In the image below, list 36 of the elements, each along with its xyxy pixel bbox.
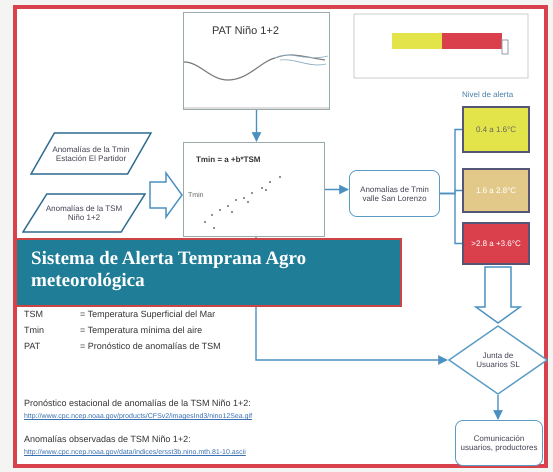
node-label: Junta de Usuarios SL [475,351,521,369]
alert-level-box [462,168,530,213]
source-note: Pronóstico estacional de anomalías de la TSM Niño 1+2: [24,398,251,408]
regression-panel [183,142,325,237]
node-label: Anomalías de la Tmin Estación El Partidor [52,144,130,162]
node-label: Comunicación usuarios, productores [460,434,538,452]
node-label: 0.4 a 1.6°C [476,125,516,134]
process-box [455,420,543,466]
alert-level-box [462,106,530,153]
block-arrow [149,170,183,220]
title-banner: Sistema de Alerta Temprana Agro meteorológica [15,238,402,307]
arrow [252,110,262,142]
column-heading: Nivel de alerta [462,90,514,99]
input-parallelogram [22,193,146,233]
arrow [493,395,503,420]
definition: = Temperatura Superficial del Mar [80,309,216,319]
node-label: Anomalías de la TSM Niño 1+2 [44,204,124,222]
node-label: 1.6 a 2.8°C [476,186,516,195]
definition: = Temperatura mínima del aire [80,325,202,335]
abbreviation: Tmin [24,325,44,335]
arrow [325,184,349,194]
block-arrow [474,266,522,324]
node-label: >2.8 a +3.6°C [471,239,521,248]
definition: = Pronóstico de anomalías de TSM [80,341,221,351]
chart-title: Tmin = a +b*TSM [196,155,260,164]
process-box [349,170,440,217]
source-note: Anomalías observadas de TSM Niño 1+2: [24,434,191,444]
alert-level-box [462,222,530,265]
chart-title: PAT Niño 1+2 [212,25,279,37]
input-parallelogram [30,132,152,175]
chart-panel [183,12,330,110]
abbreviation: PAT [24,341,40,351]
connector-line [440,192,462,244]
abbreviation: TSM [24,309,43,319]
node-label: Anomalías de Tmin valle San Lorenzo [359,184,430,202]
decision-diamond [448,325,548,395]
